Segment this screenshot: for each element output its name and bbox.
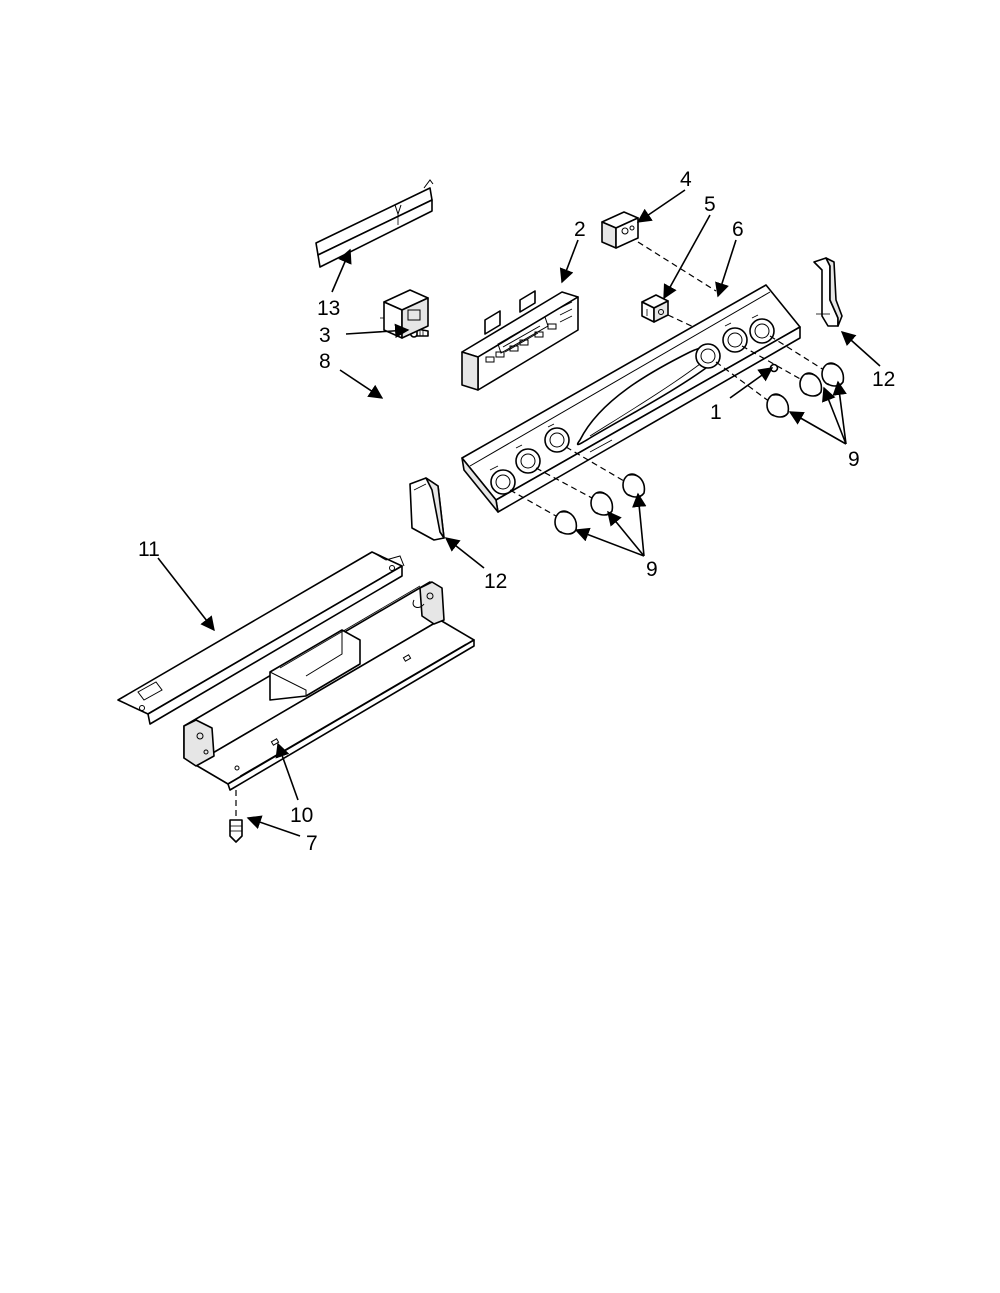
leader-lines [157,189,881,837]
part-6-control-panel [461,284,801,513]
callout-7: 7 [306,832,318,855]
part-9-knobs-right [715,335,845,418]
callout-12-left: 12 [484,570,507,593]
callout-5: 5 [704,193,716,216]
part-5-switch [641,294,669,323]
callout-9-left: 9 [646,558,658,581]
part-9-knobs-left [509,446,646,535]
callout-1: 1 [710,401,722,424]
part-7-screw [229,790,243,843]
callout-2: 2 [574,218,586,241]
part-13-bracket [315,179,434,268]
part-12-end-cap-right [813,257,843,327]
callout-12-right: 12 [872,368,895,391]
part-10-mounting-channel [183,581,475,791]
part-12-end-cap-left [409,477,445,541]
callout-13: 13 [317,297,340,320]
part-11-cover-plate [117,551,405,725]
callout-11: 11 [138,538,160,561]
callout-3: 3 [319,324,331,347]
part-2-control-board [461,290,579,391]
callout-4: 4 [680,168,692,191]
part-4-switch [601,211,639,249]
callout-6: 6 [732,218,744,241]
callout-labels: 4 5 6 2 13 3 8 1 12 9 9 12 11 10 7 [138,168,895,855]
callout-9-right: 9 [848,448,860,471]
callout-8: 8 [319,350,331,373]
callout-10: 10 [290,804,313,827]
